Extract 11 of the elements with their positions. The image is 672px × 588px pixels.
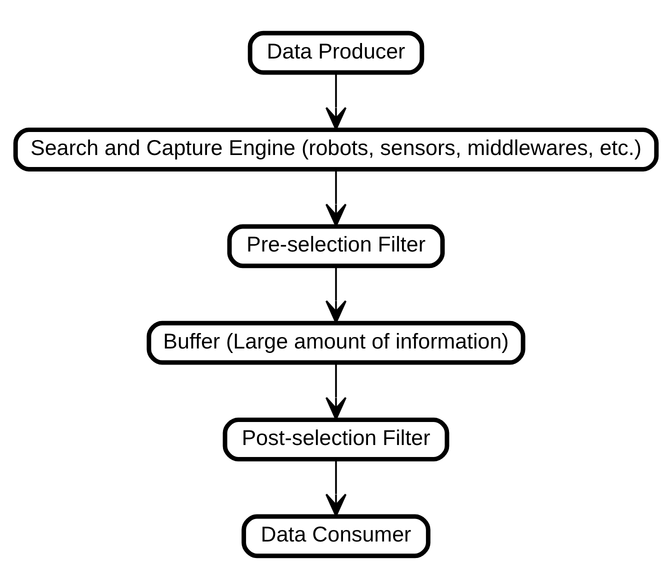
node-box: Buffer (Large amount of information) <box>146 320 526 364</box>
node-box: Post-selection Filter <box>222 417 450 461</box>
arrow <box>325 168 347 226</box>
node-box: Search and Capture Engine (robots, sensors, middlewares, etc.) <box>13 127 659 171</box>
arrow <box>325 362 347 420</box>
node-box: Data Producer <box>248 30 424 74</box>
node-box: Data Consumer <box>242 514 430 558</box>
arrow <box>325 458 347 516</box>
arrow <box>325 72 347 130</box>
node-box: Pre-selection Filter <box>227 224 445 268</box>
arrow <box>325 265 347 323</box>
